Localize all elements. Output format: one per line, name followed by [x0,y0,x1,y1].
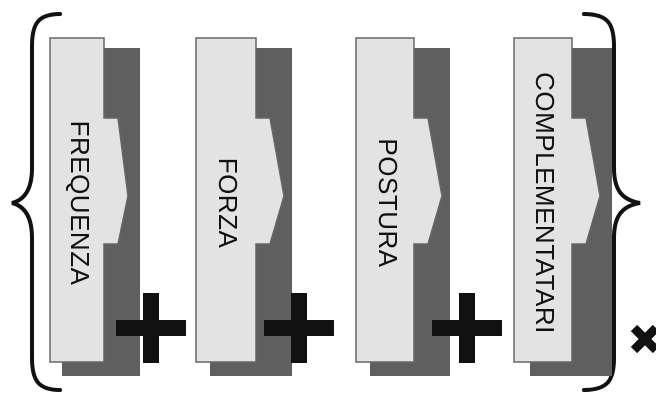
times-sign [630,324,656,354]
factor-label-forza: FORZA [213,157,244,249]
factor-label-complementatari: COMPLEMENTATARI [530,72,561,334]
factor-label-frequenza: FREQUENZA [65,120,96,286]
factor-label-postura: POSTURA [373,138,404,268]
right-brace [582,12,641,392]
plus-sign [432,293,502,363]
left-brace [11,12,62,392]
plus-sign [116,293,186,363]
plus-sign [264,293,334,363]
